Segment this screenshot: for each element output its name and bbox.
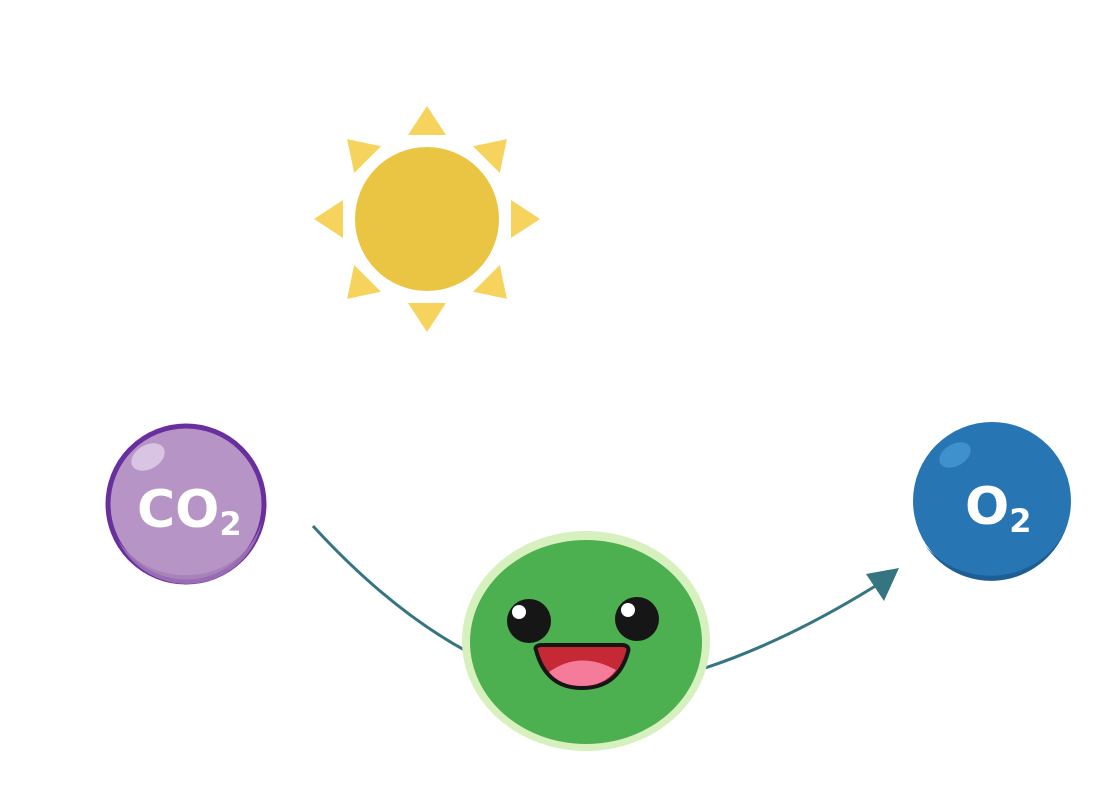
sun-ray bbox=[473, 265, 507, 299]
sun-ray bbox=[347, 265, 381, 299]
sun-ray bbox=[347, 139, 381, 173]
co2-subscript: 2 bbox=[219, 505, 241, 543]
sun-rays bbox=[314, 106, 540, 332]
co2-label: CO2 bbox=[137, 480, 242, 543]
sun-ray bbox=[408, 106, 446, 135]
right-eye-glint bbox=[621, 603, 635, 617]
co2-molecule: CO2 bbox=[105, 423, 267, 585]
smiling-cell-icon bbox=[462, 531, 710, 751]
o2-molecule: O2 bbox=[913, 422, 1071, 581]
sun-core bbox=[355, 147, 499, 291]
o2-highlight bbox=[939, 442, 971, 468]
o2-shade bbox=[925, 530, 1065, 581]
tongue bbox=[549, 660, 616, 686]
sun-icon bbox=[314, 106, 540, 332]
sun-ray bbox=[473, 139, 507, 173]
co2-to-cell-arrow bbox=[311, 524, 469, 654]
o2-symbol: O bbox=[965, 477, 1009, 537]
right-eye bbox=[615, 597, 659, 641]
sun-ray bbox=[408, 303, 446, 332]
o2-subscript: 2 bbox=[1009, 502, 1031, 540]
co2-highlight bbox=[131, 443, 165, 471]
cell-to-o2-arrow bbox=[704, 578, 886, 670]
left-eye bbox=[507, 599, 551, 643]
co2-symbol: CO bbox=[137, 480, 219, 540]
arrowhead-icon bbox=[866, 568, 899, 601]
cell-body bbox=[470, 540, 702, 744]
sun-ray bbox=[511, 200, 540, 238]
left-eye-glint bbox=[512, 605, 526, 619]
sun-ray bbox=[314, 200, 343, 238]
co2-shade bbox=[118, 520, 262, 585]
o2-label: O2 bbox=[965, 477, 1031, 540]
